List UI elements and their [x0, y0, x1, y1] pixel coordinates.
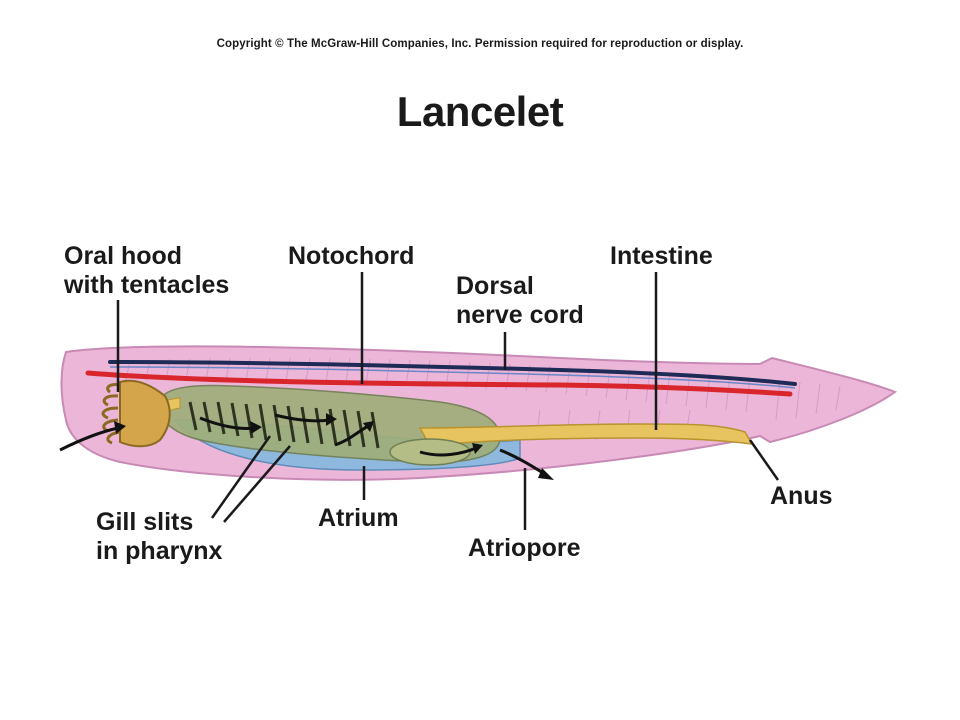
label-gill-slits-line1: Gill slits — [96, 508, 194, 536]
diagram-title: Lancelet — [396, 88, 564, 135]
leader-lines — [116, 272, 780, 530]
label-dorsal-nerve-cord: Dorsal nerve cord — [456, 272, 584, 330]
label-oral-hood-line2: with tentacles — [64, 271, 230, 299]
copyright-notice: Copyright © The McGraw-Hill Companies, I… — [216, 38, 744, 50]
oral-hood — [119, 379, 171, 448]
nerve-cord-line — [108, 360, 797, 386]
label-anus: Anus — [770, 482, 833, 510]
label-gill-slits-line2: in pharynx — [96, 537, 223, 565]
label-oral-hood-line1: Oral hood — [64, 242, 183, 270]
label-atrium: Atrium — [318, 504, 399, 532]
gill-slits — [188, 401, 380, 449]
label-gill-slits: Gill slits in pharynx — [96, 508, 222, 566]
label-dorsal-nerve-cord-line1: Dorsal — [456, 272, 534, 300]
notochord-line — [85, 370, 793, 397]
label-notochord: Notochord — [288, 242, 415, 270]
label-oral-hood: Oral hood with tentacles — [64, 242, 229, 300]
label-dorsal-nerve-cord-line2: nerve cord — [456, 301, 584, 329]
label-intestine: Intestine — [610, 242, 713, 270]
label-atriopore: Atriopore — [468, 534, 581, 562]
midgut-pouch — [389, 438, 471, 466]
